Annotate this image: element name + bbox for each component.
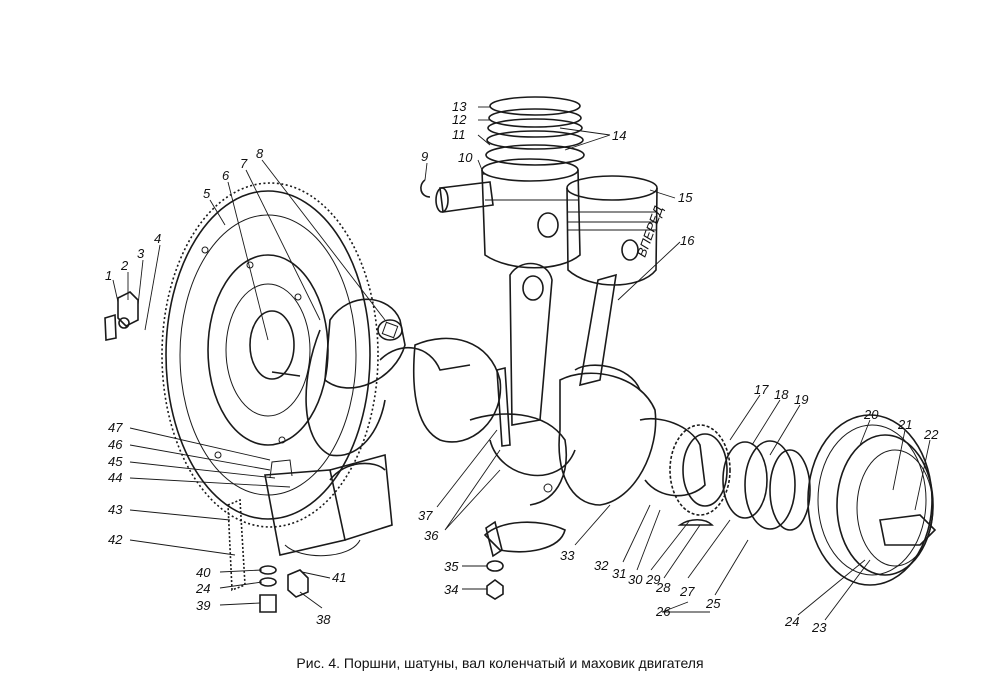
- callout-33: 33: [560, 548, 575, 563]
- callout-47: 47: [108, 420, 123, 435]
- callout-32: 32: [594, 558, 609, 573]
- oil-deflector: [722, 440, 811, 531]
- rod-nuts: [486, 560, 504, 600]
- callout-39: 39: [196, 598, 210, 613]
- rod-bearing-cap: [483, 520, 566, 558]
- callout-5: 5: [203, 186, 211, 201]
- callout-26: 26: [655, 604, 671, 619]
- callout-3: 3: [137, 246, 145, 261]
- callout-7: 7: [240, 156, 248, 171]
- callout-19: 19: [794, 392, 808, 407]
- callout-35: 35: [444, 559, 459, 574]
- callout-23: 23: [811, 620, 827, 635]
- timing-gear: [669, 424, 731, 516]
- callout-36: 36: [424, 528, 439, 543]
- callout-41: 41: [332, 570, 346, 585]
- callout-30: 30: [628, 572, 643, 587]
- thrust-washer: [227, 498, 246, 592]
- callout-2: 2: [120, 258, 129, 273]
- callout-24-washer: 24: [195, 581, 210, 596]
- callout-40: 40: [196, 565, 211, 580]
- pin-retainer-ring: [420, 179, 431, 198]
- callout-46: 46: [108, 437, 123, 452]
- callout-14: 14: [612, 128, 626, 143]
- callout-9: 9: [421, 149, 428, 164]
- callout-labels: 1 2 3 4 5 6 7 8 9 10 11 12 13 14 15 16 1…: [105, 99, 939, 635]
- callout-42: 42: [108, 532, 123, 547]
- crankshaft: [305, 298, 706, 506]
- callout-38: 38: [316, 612, 331, 627]
- callout-11: 11: [452, 127, 466, 142]
- callout-43: 43: [108, 502, 123, 517]
- callout-6: 6: [222, 168, 230, 183]
- connecting-rod-front: [574, 273, 641, 391]
- callout-13: 13: [452, 99, 467, 114]
- callout-4: 4: [154, 231, 161, 246]
- callout-44: 44: [108, 470, 122, 485]
- callout-17: 17: [754, 382, 769, 397]
- callout-15: 15: [678, 190, 693, 205]
- callout-24-pulley: 24: [784, 614, 799, 629]
- piston-pin: [435, 181, 494, 213]
- callout-16: 16: [680, 233, 695, 248]
- callout-37: 37: [418, 508, 433, 523]
- rod-bolt: [496, 366, 511, 447]
- callout-34: 34: [444, 582, 458, 597]
- callout-29: 29: [645, 572, 660, 587]
- callout-21: 21: [897, 417, 912, 432]
- piston-rear: [481, 96, 585, 269]
- main-bearing-cap: [264, 453, 393, 557]
- callout-45: 45: [108, 454, 123, 469]
- connecting-rod-rear: [489, 262, 576, 493]
- callout-27: 27: [679, 584, 695, 599]
- flywheel-bolts: [104, 291, 139, 341]
- callout-28: 28: [655, 580, 671, 595]
- callout-10: 10: [458, 150, 473, 165]
- callout-8: 8: [256, 146, 264, 161]
- callout-20: 20: [863, 407, 879, 422]
- callout-25: 25: [705, 596, 721, 611]
- callout-12: 12: [452, 112, 467, 127]
- segment-key: [677, 518, 714, 526]
- callout-22: 22: [923, 427, 939, 442]
- callout-18: 18: [774, 387, 789, 402]
- leader-lines: [112, 106, 931, 621]
- callout-1: 1: [105, 268, 112, 283]
- flywheel: [161, 182, 379, 528]
- cap-fasteners: [259, 565, 309, 613]
- crankshaft-pulley: [807, 414, 937, 586]
- figure-caption: Рис. 4. Поршни, шатуны, вал коленчатый и…: [296, 655, 704, 671]
- callout-31: 31: [612, 566, 626, 581]
